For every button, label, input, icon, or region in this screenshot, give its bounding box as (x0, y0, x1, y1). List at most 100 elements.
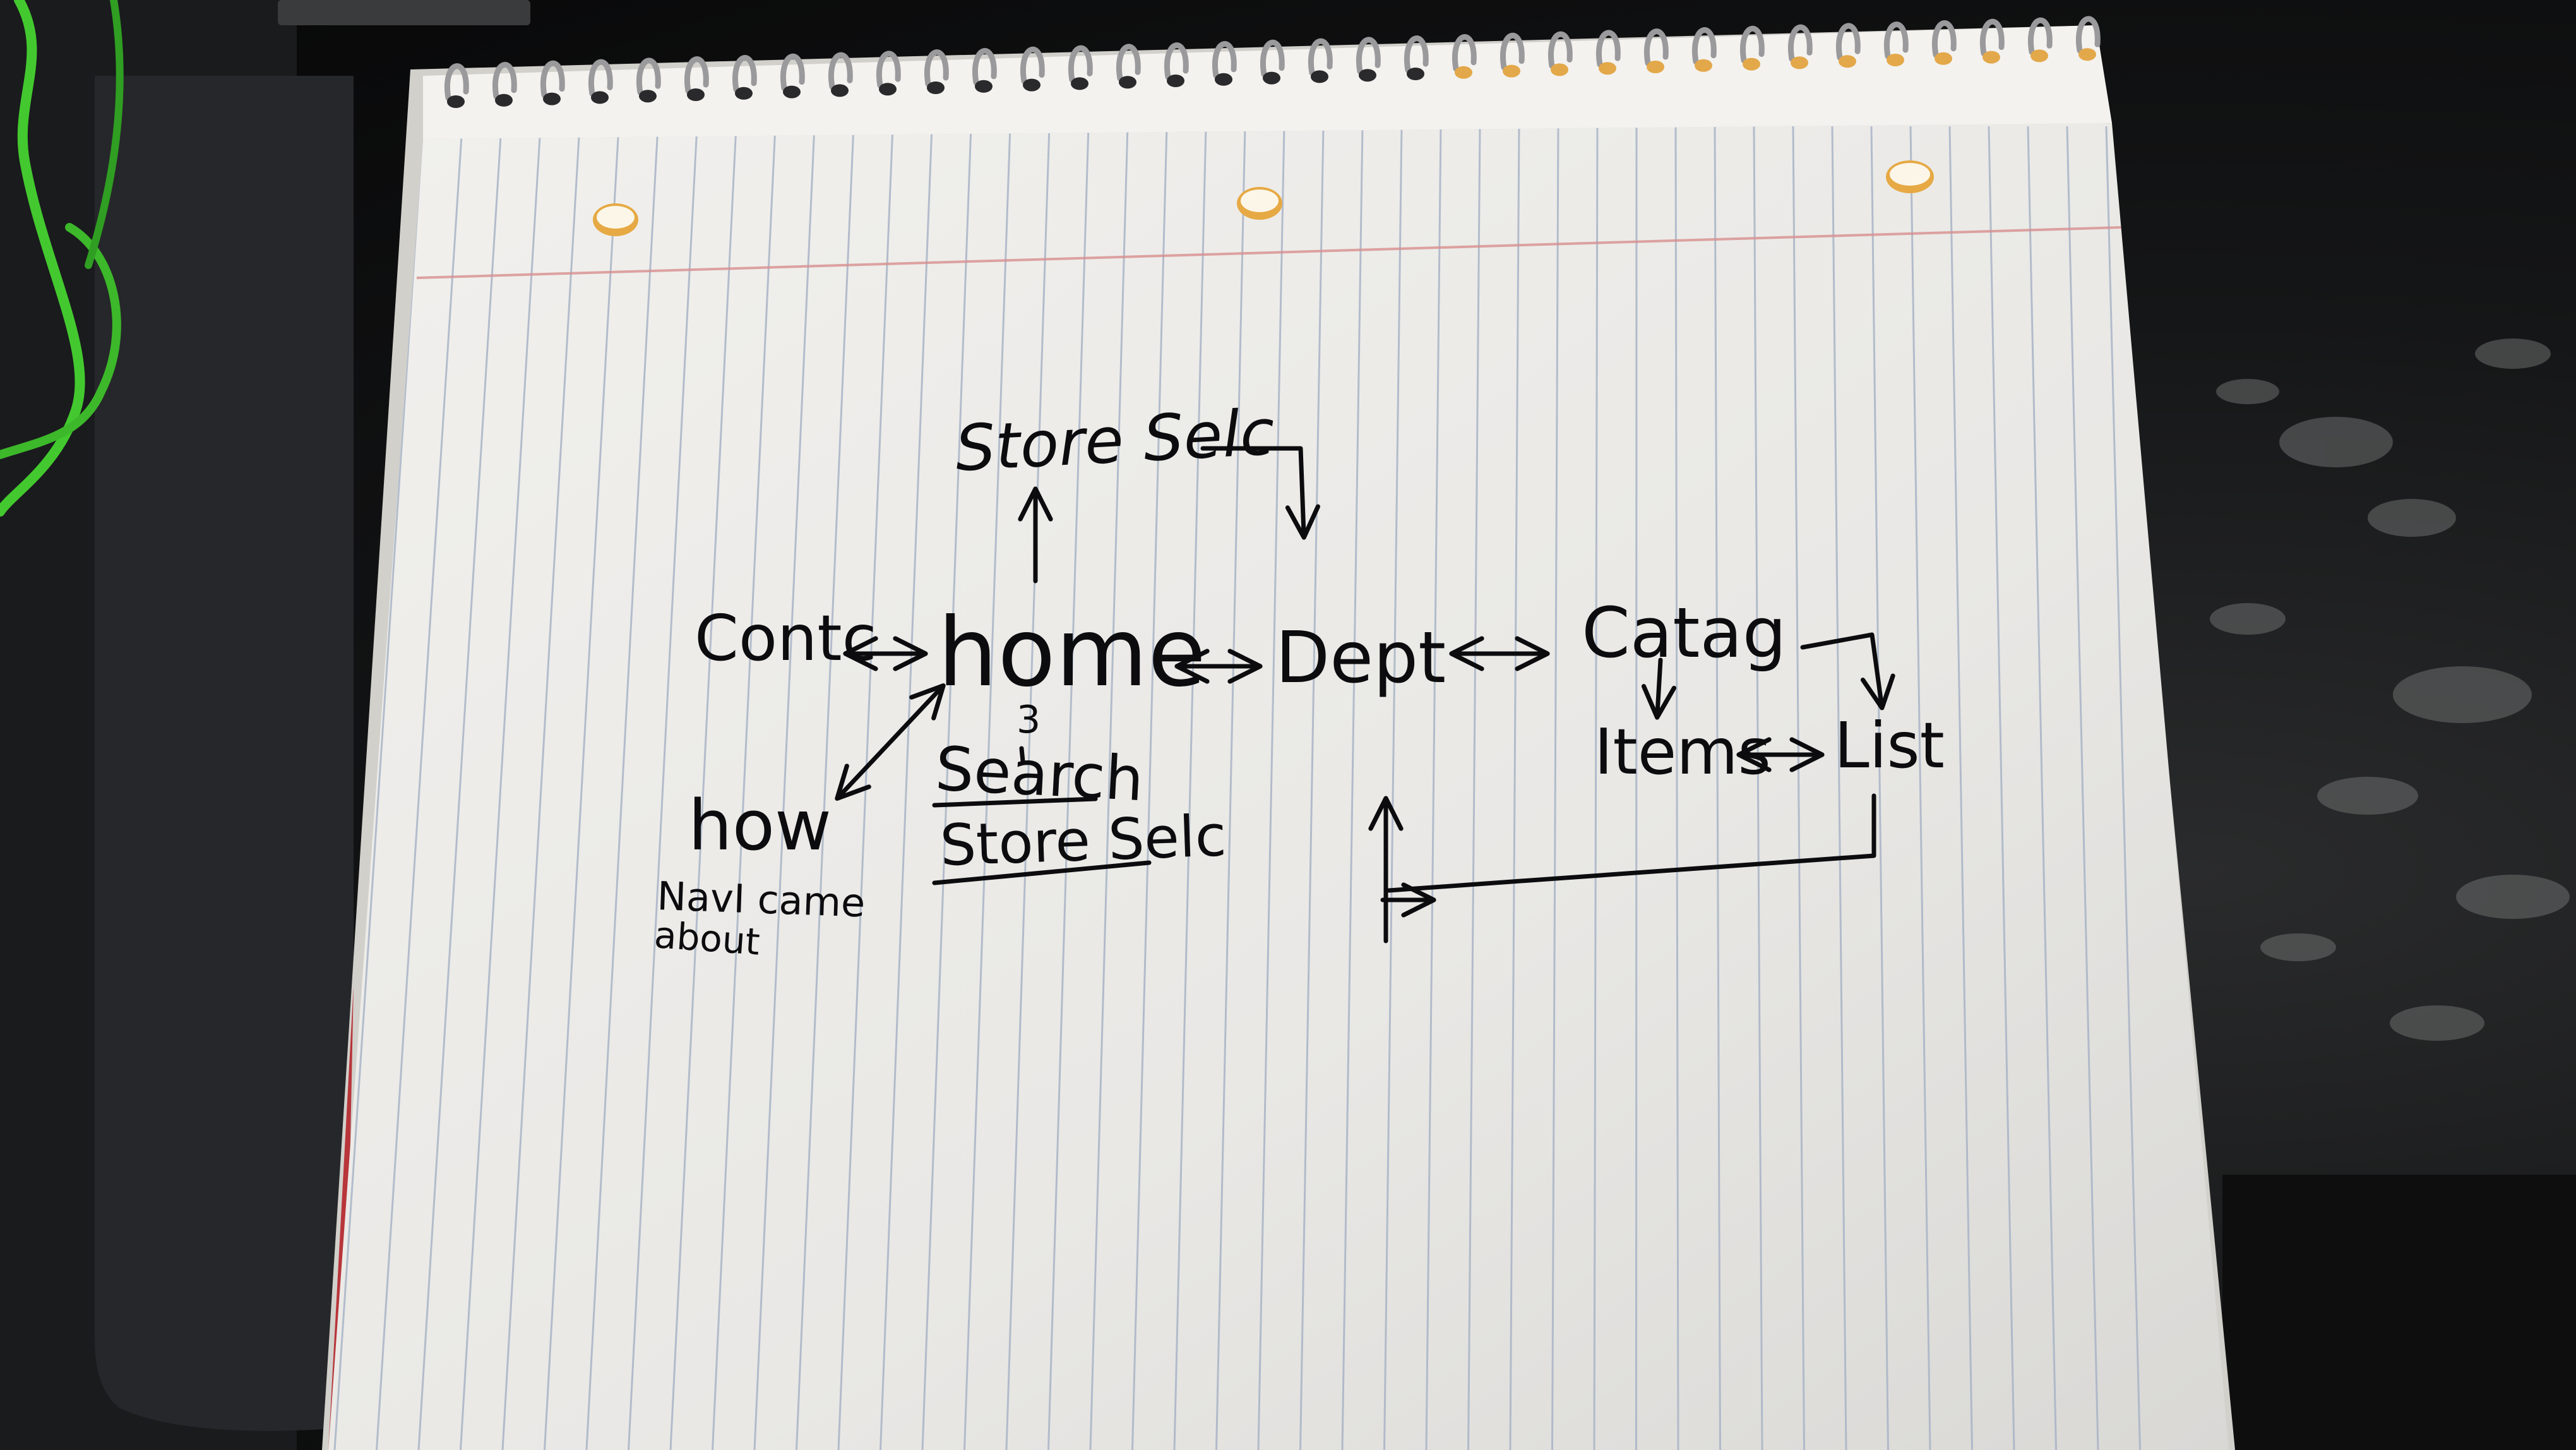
ruled-line (1753, 126, 1763, 1450)
spiral-coil (2028, 17, 2053, 55)
ruled-line (1831, 126, 1847, 1450)
binder-holes (593, 160, 1934, 236)
node-nav-note-line2: about (653, 913, 761, 964)
ruled-line (544, 126, 620, 1450)
spiral-hole (447, 95, 465, 108)
spiral-binding (444, 16, 2101, 108)
spiral-coil (924, 49, 949, 87)
spiral-coil (1644, 28, 1669, 66)
ruled-line (1173, 126, 1207, 1450)
spiral-hole (1791, 56, 1808, 69)
spiral-hole (1119, 76, 1136, 89)
spiral-coil (2076, 16, 2101, 54)
arrow-store-selc-to-dept (1200, 446, 1321, 540)
spiral-hole (1887, 54, 1904, 66)
node-dept: Dept (1275, 617, 1446, 699)
spiral-hole (639, 90, 657, 103)
spiral-hole (783, 85, 801, 99)
ruled-line (1425, 126, 1442, 1450)
ruled-line (585, 126, 659, 1450)
home-mark-tick (1019, 746, 1025, 764)
desk-shadow (2222, 1175, 2576, 1450)
spiral-coil (1980, 18, 2005, 57)
ruled-line (712, 126, 777, 1450)
spiral-hole (735, 87, 753, 100)
spiral-hole (1263, 71, 1280, 85)
ruled-line (1257, 126, 1285, 1450)
ruled-line (921, 126, 972, 1450)
spiral-coil (972, 48, 997, 86)
spiral-coil (1116, 44, 1141, 81)
spiral-coil (636, 57, 661, 95)
spiral-hole (687, 88, 705, 101)
spiral-coil (1836, 23, 1861, 61)
arrow-home-how (835, 683, 946, 801)
node-items: Items (1594, 715, 1771, 789)
spiral-hole (495, 93, 513, 107)
spiral-coil (1020, 46, 1045, 85)
ruled-line (2027, 126, 2057, 1450)
spiral-coil (492, 62, 517, 100)
spiral-hole (1839, 55, 1856, 68)
spiral-coil (876, 51, 901, 88)
spiral-hole (1311, 70, 1328, 83)
green-cable (0, 0, 85, 517)
spiral-coil (1356, 37, 1381, 75)
ruled-line (1909, 126, 1931, 1450)
spiral-hole (1983, 51, 2000, 64)
ruled-line (1948, 126, 1973, 1450)
spiral-coil (1500, 32, 1525, 71)
node-how: how (688, 785, 832, 866)
spiral-coil (1788, 24, 1813, 62)
search-underline (932, 796, 1098, 808)
spiral-coil (540, 60, 565, 99)
mouse-shape (95, 76, 354, 1431)
node-store-selc-top: Store Selc (953, 395, 1276, 486)
green-cable-back (85, 0, 124, 269)
spiral-coil (1212, 41, 1237, 79)
spiral-coil (588, 59, 613, 97)
paper-page (328, 123, 2229, 1450)
ruled-line (1005, 126, 1051, 1450)
ruled-line (1383, 126, 1403, 1450)
node-contact: Contc (695, 601, 877, 675)
spiral-coil (732, 55, 757, 93)
node-store-selc-under: Store Selc (939, 803, 1227, 879)
ruled-line (1551, 126, 1559, 1450)
store-selc-underline (932, 860, 1152, 885)
ruled-line (796, 126, 855, 1450)
spiral-hole (2030, 49, 2048, 63)
spiral-coil (1740, 25, 1765, 64)
spiral-coil (1308, 38, 1333, 76)
spiral-hole (1503, 64, 1520, 78)
green-cable-loop (0, 223, 121, 459)
arrow-catag-to-items (1641, 657, 1677, 720)
ruled-line (1674, 126, 1679, 1450)
spiral-hole (879, 83, 897, 96)
spiral-coil (684, 56, 709, 94)
spiral-coil (780, 53, 805, 92)
spiral-hole (1935, 52, 1952, 65)
ruled-line (2066, 126, 2099, 1450)
ruled-line (1299, 126, 1325, 1450)
spiral-coil (828, 52, 853, 90)
spiral-hole (1359, 69, 1376, 82)
device-edge (278, 0, 530, 25)
spiral-hole (1695, 59, 1712, 72)
spiral-coil (1932, 20, 1957, 58)
spiral-hole (1551, 63, 1568, 76)
spiral-hole (1071, 77, 1088, 90)
spiral-coil (1884, 21, 1909, 59)
ruled-lines (333, 126, 2141, 1450)
ruled-line (1870, 126, 1889, 1450)
spiral-hole (591, 91, 609, 104)
spiral-hole (927, 81, 945, 94)
ruled-line (1509, 126, 1520, 1450)
spiral-hole (543, 92, 561, 105)
ruled-line (1792, 126, 1805, 1450)
ruled-line (1215, 126, 1246, 1450)
spiral-hole (1167, 75, 1184, 87)
